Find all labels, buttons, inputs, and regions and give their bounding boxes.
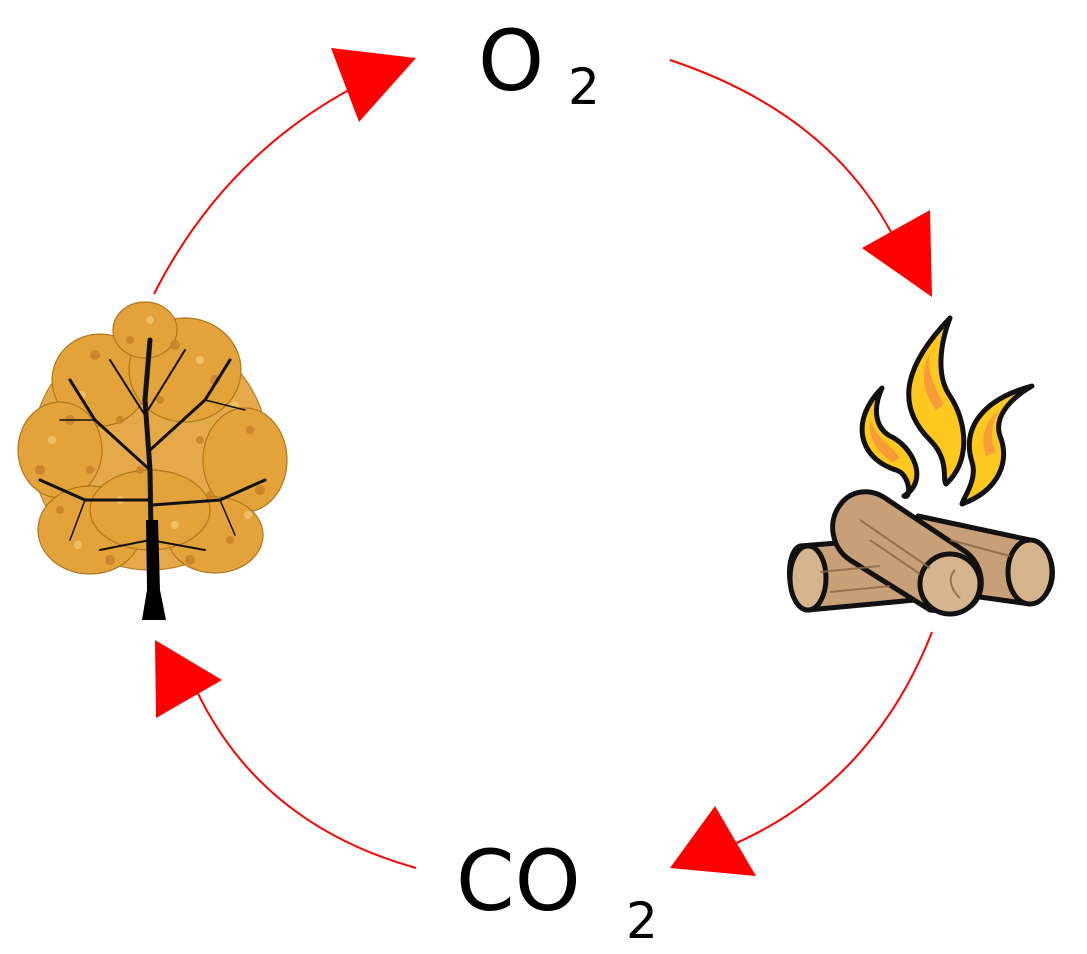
- tree-icon: [17, 301, 288, 620]
- logs: [787, 489, 1055, 617]
- co2-label: CO 2: [456, 832, 658, 950]
- o2-label: O 2: [478, 12, 600, 116]
- arrow-fire-to-co2: [670, 631, 933, 876]
- arrow-tree-to-o2: [153, 48, 416, 295]
- flames: [859, 315, 1035, 507]
- campfire-icon: [787, 315, 1055, 617]
- arrow-o2-to-fire: [669, 59, 932, 297]
- co2-formula: CO: [456, 832, 581, 930]
- co2-subscript: 2: [626, 892, 658, 950]
- o2-subscript: 2: [568, 58, 600, 116]
- arrow-co2-to-tree: [155, 640, 417, 869]
- o2-formula: O: [478, 12, 544, 110]
